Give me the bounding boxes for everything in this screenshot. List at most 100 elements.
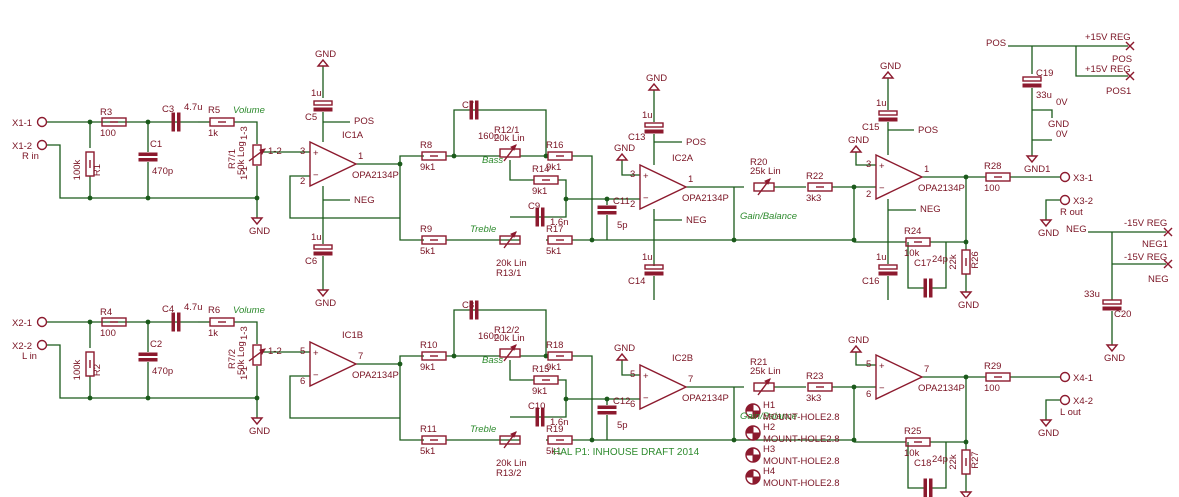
connector-x21: [36, 316, 48, 328]
pot-value: 20k Lin: [494, 133, 525, 144]
resistor-ref: R4: [100, 307, 112, 318]
capacitor-ref: C13: [628, 132, 645, 143]
capacitor-ref: C11: [613, 196, 630, 207]
input-label: R in: [22, 151, 39, 162]
net-v15n2: -15V REG: [1124, 252, 1167, 263]
resistor-ref: R9: [420, 224, 432, 235]
ground-symbol: [849, 144, 863, 153]
resistor-ref: R8: [420, 140, 432, 151]
capacitor-ref: C14: [628, 276, 645, 287]
pin-number: 2: [866, 189, 871, 200]
capacitor-ref: C9: [528, 201, 540, 212]
ground-label: GND: [249, 226, 270, 237]
pin-number: 2: [300, 176, 305, 187]
electrolytic-capacitor-C5: [313, 100, 333, 112]
ground-symbol: [250, 217, 264, 226]
pin-number: 1: [924, 164, 929, 175]
connector-label: X1-1: [12, 118, 32, 129]
net-zero: 0V: [1056, 97, 1068, 108]
resistor-value: 1k: [208, 328, 218, 339]
capacitor-ref: C3: [162, 104, 174, 115]
mount-hole-part: MOUNT-HOLE2.8: [763, 434, 840, 445]
resistor-value: 1k: [208, 128, 218, 139]
opamp-ref: IC2A: [672, 153, 694, 164]
capacitor-C10: [535, 407, 545, 427]
ground-symbol: [959, 291, 973, 300]
pin-number: 6: [866, 389, 871, 400]
pot-pin: 1-3: [239, 326, 250, 340]
pot-R13/2: [499, 431, 521, 449]
connector-label: X2-1: [12, 318, 32, 329]
resistor-R27: [961, 449, 971, 475]
electrolytic-capacitor-C14: [644, 264, 664, 276]
connector-label: X3-1: [1073, 173, 1093, 184]
net-gnd: GND: [1048, 119, 1069, 130]
pot-ref: R7/1: [227, 149, 238, 169]
capacitor-value: 1u: [876, 252, 887, 263]
net-terminator: [1163, 259, 1173, 269]
pot-pin: 1-2: [268, 346, 282, 357]
pot-function: Volume: [233, 105, 265, 116]
pot-R21: [753, 378, 775, 396]
resistor-R3: [101, 117, 127, 127]
capacitor-ref: C7: [462, 100, 474, 111]
pot-value: 50k Log: [236, 341, 247, 375]
resistor-ref: R25: [904, 426, 921, 437]
pin-number: 7: [688, 374, 693, 385]
resistor-value: 9k1: [420, 162, 435, 173]
resistor-ref: R17: [546, 224, 563, 235]
pin-number: 5: [300, 346, 305, 357]
resistor-ref: R18: [546, 340, 563, 351]
opamp-part: OPA2134P: [918, 183, 965, 194]
opamp-part: OPA2134P: [352, 370, 399, 381]
pot-pin: 1-2: [268, 146, 282, 157]
connector-label: X4-2: [1073, 396, 1093, 407]
ground-label: GND: [646, 73, 667, 84]
resistor-R19: [547, 435, 573, 445]
pin-number: 3: [866, 159, 871, 170]
ground-label: GND: [1104, 353, 1125, 364]
pot-R13/1: [499, 231, 521, 249]
resistor-ref: R6: [208, 305, 220, 316]
opamp-ref: IC1A: [342, 130, 364, 141]
resistor-R24: [905, 237, 931, 247]
pot-function: Gain/Balance: [740, 411, 797, 422]
ground-label: GND: [315, 49, 336, 60]
resistor-value: 5k1: [546, 446, 561, 457]
opamp-part: OPA2134P: [918, 383, 965, 394]
connector-label: X1-2: [12, 141, 32, 152]
ground-symbol: [615, 152, 629, 161]
inverting-mark: −: [643, 193, 649, 204]
electrolytic-capacitor-C19: [1022, 76, 1042, 88]
capacitor-value: 4.7u: [184, 102, 203, 113]
resistor-value: 100: [984, 183, 1000, 194]
pin-number: 6: [300, 376, 305, 387]
pot-R7/2: [248, 344, 267, 366]
resistor-ref: R28: [984, 161, 1001, 172]
ground-label: GND: [848, 335, 869, 346]
capacitor-value: 4.7u: [184, 302, 203, 313]
noninverting-mark: +: [879, 361, 885, 372]
net-terminator: [1163, 227, 1173, 237]
capacitor-ref: C5: [305, 112, 317, 123]
pin-number: 2: [630, 199, 635, 210]
capacitor-ref: C2: [150, 339, 162, 350]
inverting-mark: −: [313, 370, 319, 381]
opamp-part: OPA2134P: [682, 393, 729, 404]
opamp-IC1B: [309, 340, 358, 388]
capacitor-value: 1u: [311, 88, 322, 99]
ground-symbol: [849, 344, 863, 353]
capacitor-ref: C10: [528, 401, 545, 412]
net-v15n: -15V REG: [1124, 218, 1167, 229]
ground-symbol: [1039, 419, 1053, 428]
capacitor-value: 5p: [617, 220, 628, 231]
capacitor-C1: [138, 152, 158, 162]
inverting-mark: −: [643, 393, 649, 404]
net-v15p2: +15V REG: [1085, 64, 1131, 75]
opamp-IC1A: [309, 140, 358, 188]
capacitor-C12: [597, 405, 617, 415]
pin-number: 5: [866, 359, 871, 370]
capacitor-ref: C4: [162, 304, 174, 315]
ground-symbol: [1039, 219, 1053, 228]
